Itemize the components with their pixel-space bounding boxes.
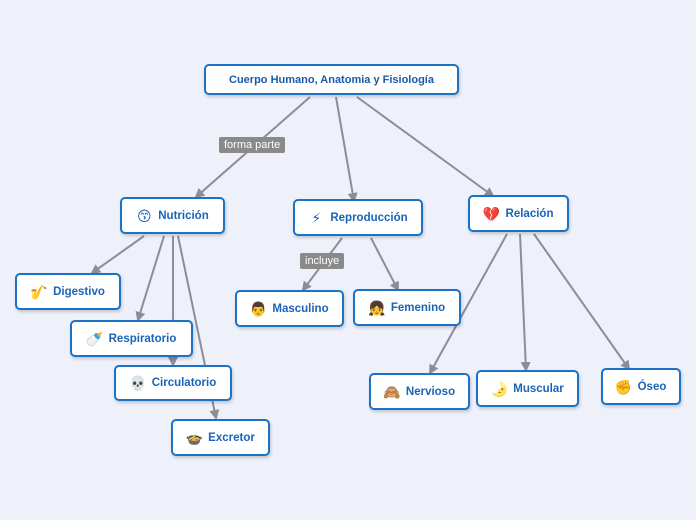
saxophone-icon: 🎷 bbox=[30, 283, 48, 300]
topic-femenino[interactable]: 👧 Femenino bbox=[353, 289, 461, 326]
topic-reproduccion[interactable]: ⚡ Reproducción bbox=[293, 199, 423, 236]
edge-label-forma-parte: forma parte bbox=[219, 137, 286, 153]
broken-heart-icon: 💔 bbox=[482, 205, 501, 222]
topic-oseo[interactable]: ✊ Óseo bbox=[601, 368, 681, 405]
topic-circulatorio[interactable]: 💀 Circulatorio bbox=[114, 365, 232, 401]
man-face-icon: 👨 bbox=[249, 300, 268, 317]
topic-reproduccion-label: Reproducción bbox=[330, 211, 408, 224]
root-topic-label: Cuerpo Humano, Anatomia y Fisiología bbox=[229, 73, 434, 86]
topic-excretor-label: Excretor bbox=[208, 431, 255, 444]
topic-nervioso[interactable]: 🙈 Nervioso bbox=[369, 373, 470, 410]
edge-relacion-nervioso bbox=[429, 233, 508, 375]
edge-label-incluye: incluye bbox=[300, 253, 345, 269]
lightning-icon: ⚡ bbox=[311, 209, 322, 226]
crescent-moon-icon: 🌛 bbox=[490, 380, 508, 397]
topic-relacion[interactable]: 💔 Relación bbox=[468, 195, 569, 232]
edge-relacion-muscular bbox=[519, 233, 531, 372]
kissing-face-icon: 😙 bbox=[136, 207, 152, 224]
edge-relacion-oseo bbox=[533, 233, 631, 371]
topic-digestivo[interactable]: 🎷 Digestivo bbox=[15, 273, 121, 310]
root-topic[interactable]: Cuerpo Humano, Anatomia y Fisiología bbox=[204, 64, 459, 95]
baby-bottle-icon: 🍼 bbox=[85, 330, 104, 347]
edge-root-relacion bbox=[356, 96, 495, 198]
raised-fist-icon: ✊ bbox=[614, 378, 633, 395]
topic-nutricion[interactable]: 😙 Nutrición bbox=[120, 197, 225, 234]
topic-circulatorio-label: Circulatorio bbox=[151, 377, 217, 389]
see-no-evil-monkey-icon: 🙈 bbox=[383, 383, 401, 400]
edge-root-reproduccion bbox=[335, 96, 358, 203]
topic-digestivo-label: Digestivo bbox=[53, 285, 105, 298]
topic-masculino[interactable]: 👨 Masculino bbox=[235, 290, 344, 327]
topic-muscular-label: Muscular bbox=[513, 382, 564, 395]
girl-face-icon: 👧 bbox=[368, 299, 386, 316]
topic-relacion-label: Relación bbox=[505, 207, 554, 220]
edge-reproduccion-femenino bbox=[370, 237, 399, 292]
topic-nutricion-label: Nutrición bbox=[158, 209, 209, 222]
edge-nutricion-digestivo bbox=[90, 235, 145, 275]
topic-excretor[interactable]: 🍲 Excretor bbox=[171, 419, 270, 456]
edge-nutricion-respiratorio bbox=[135, 235, 165, 322]
skull-icon: 💀 bbox=[129, 375, 147, 391]
topic-muscular[interactable]: 🌛 Muscular bbox=[476, 370, 579, 407]
topic-nervioso-label: Nervioso bbox=[405, 385, 456, 398]
topic-masculino-label: Masculino bbox=[272, 302, 329, 315]
topic-respiratorio[interactable]: 🍼 Respiratorio bbox=[70, 320, 193, 357]
stew-bowl-icon: 🍲 bbox=[185, 429, 203, 446]
topic-femenino-label: Femenino bbox=[390, 301, 446, 314]
topic-oseo-label: Óseo bbox=[637, 380, 667, 393]
topic-respiratorio-label: Respiratorio bbox=[108, 332, 177, 345]
